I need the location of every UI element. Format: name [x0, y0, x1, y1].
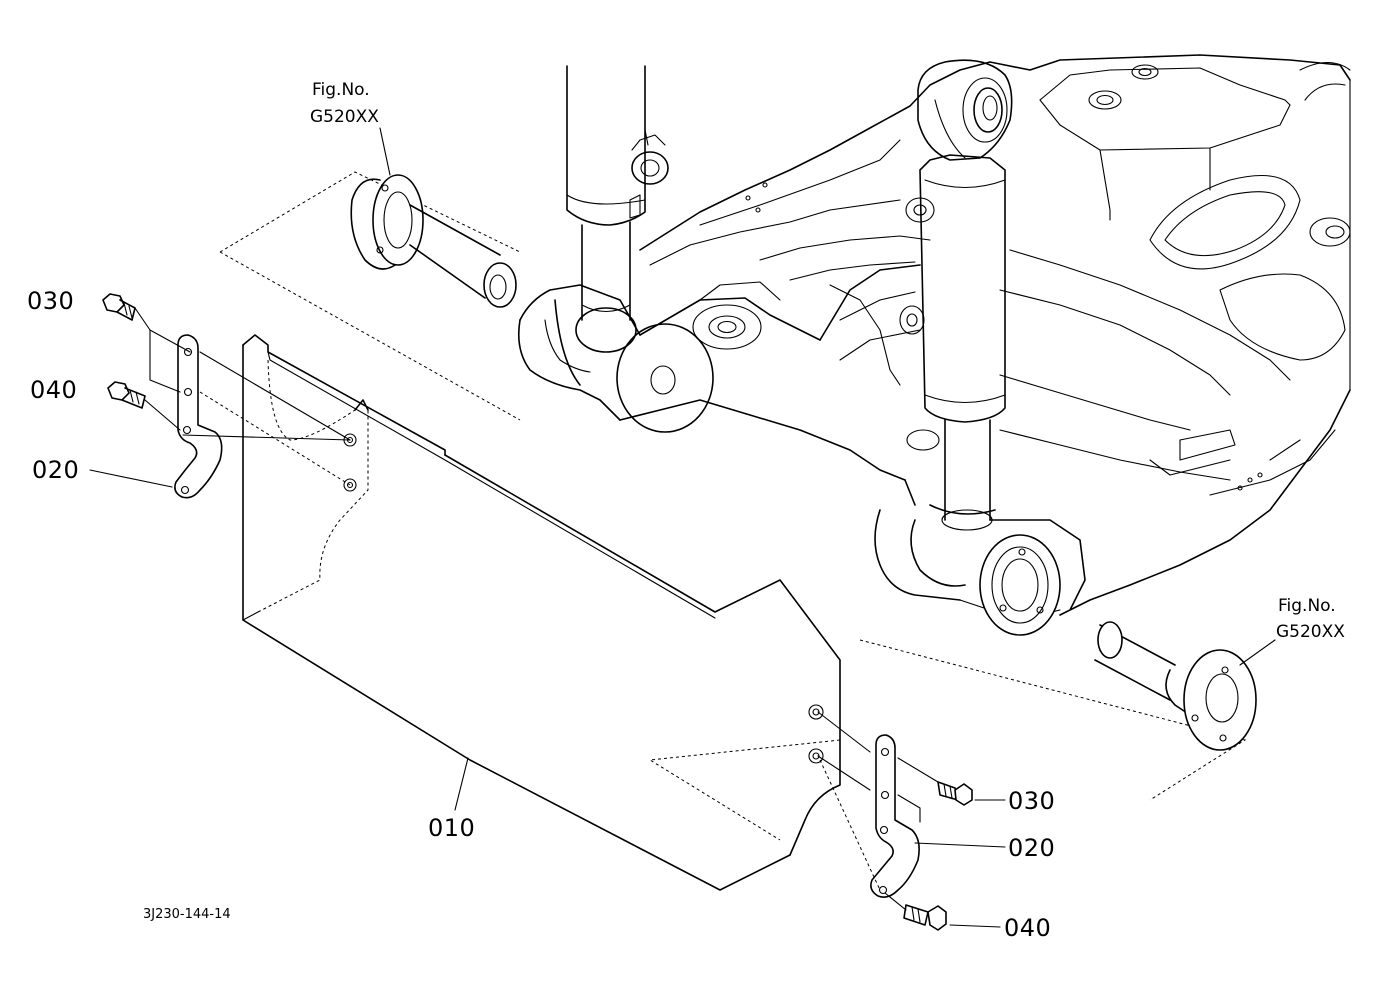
fitting-top — [631, 129, 669, 185]
part-020-right-label: 020 — [1008, 834, 1055, 862]
part-030-right-label: 030 — [1008, 787, 1055, 815]
pin-lower-right — [859, 621, 1257, 801]
fig-ref-right-line1: Fig.No. — [1278, 596, 1336, 616]
part-010-label: 010 — [428, 814, 475, 842]
left-cylinder — [554, 65, 646, 386]
part-040-left-label: 040 — [30, 376, 77, 404]
cover-plate-010 — [242, 334, 841, 891]
fig-ref-left-line1: Fig.No. — [312, 80, 370, 100]
right-cylinder — [899, 154, 1006, 587]
part-040-right-label: 040 — [1004, 914, 1051, 942]
bracket-020-left — [174, 334, 351, 499]
drawing-code: 3J230-144-14 — [143, 907, 231, 922]
bracket-020-right — [817, 711, 939, 898]
leader-lines — [89, 127, 1276, 928]
bolt-030-right — [937, 781, 973, 806]
part-020-left-label: 020 — [32, 456, 79, 484]
pin-upper-left — [219, 171, 521, 421]
part-030-left-label: 030 — [27, 287, 74, 315]
fig-ref-left-line2: G520XX — [310, 107, 379, 127]
cylinder-eye-top — [917, 59, 1013, 161]
fig-ref-right-line2: G520XX — [1276, 622, 1345, 642]
bolt-040-left — [107, 381, 181, 431]
frame-assembly — [517, 54, 1351, 636]
bolt-030-left — [102, 293, 191, 393]
bolt-040-right — [884, 892, 947, 931]
